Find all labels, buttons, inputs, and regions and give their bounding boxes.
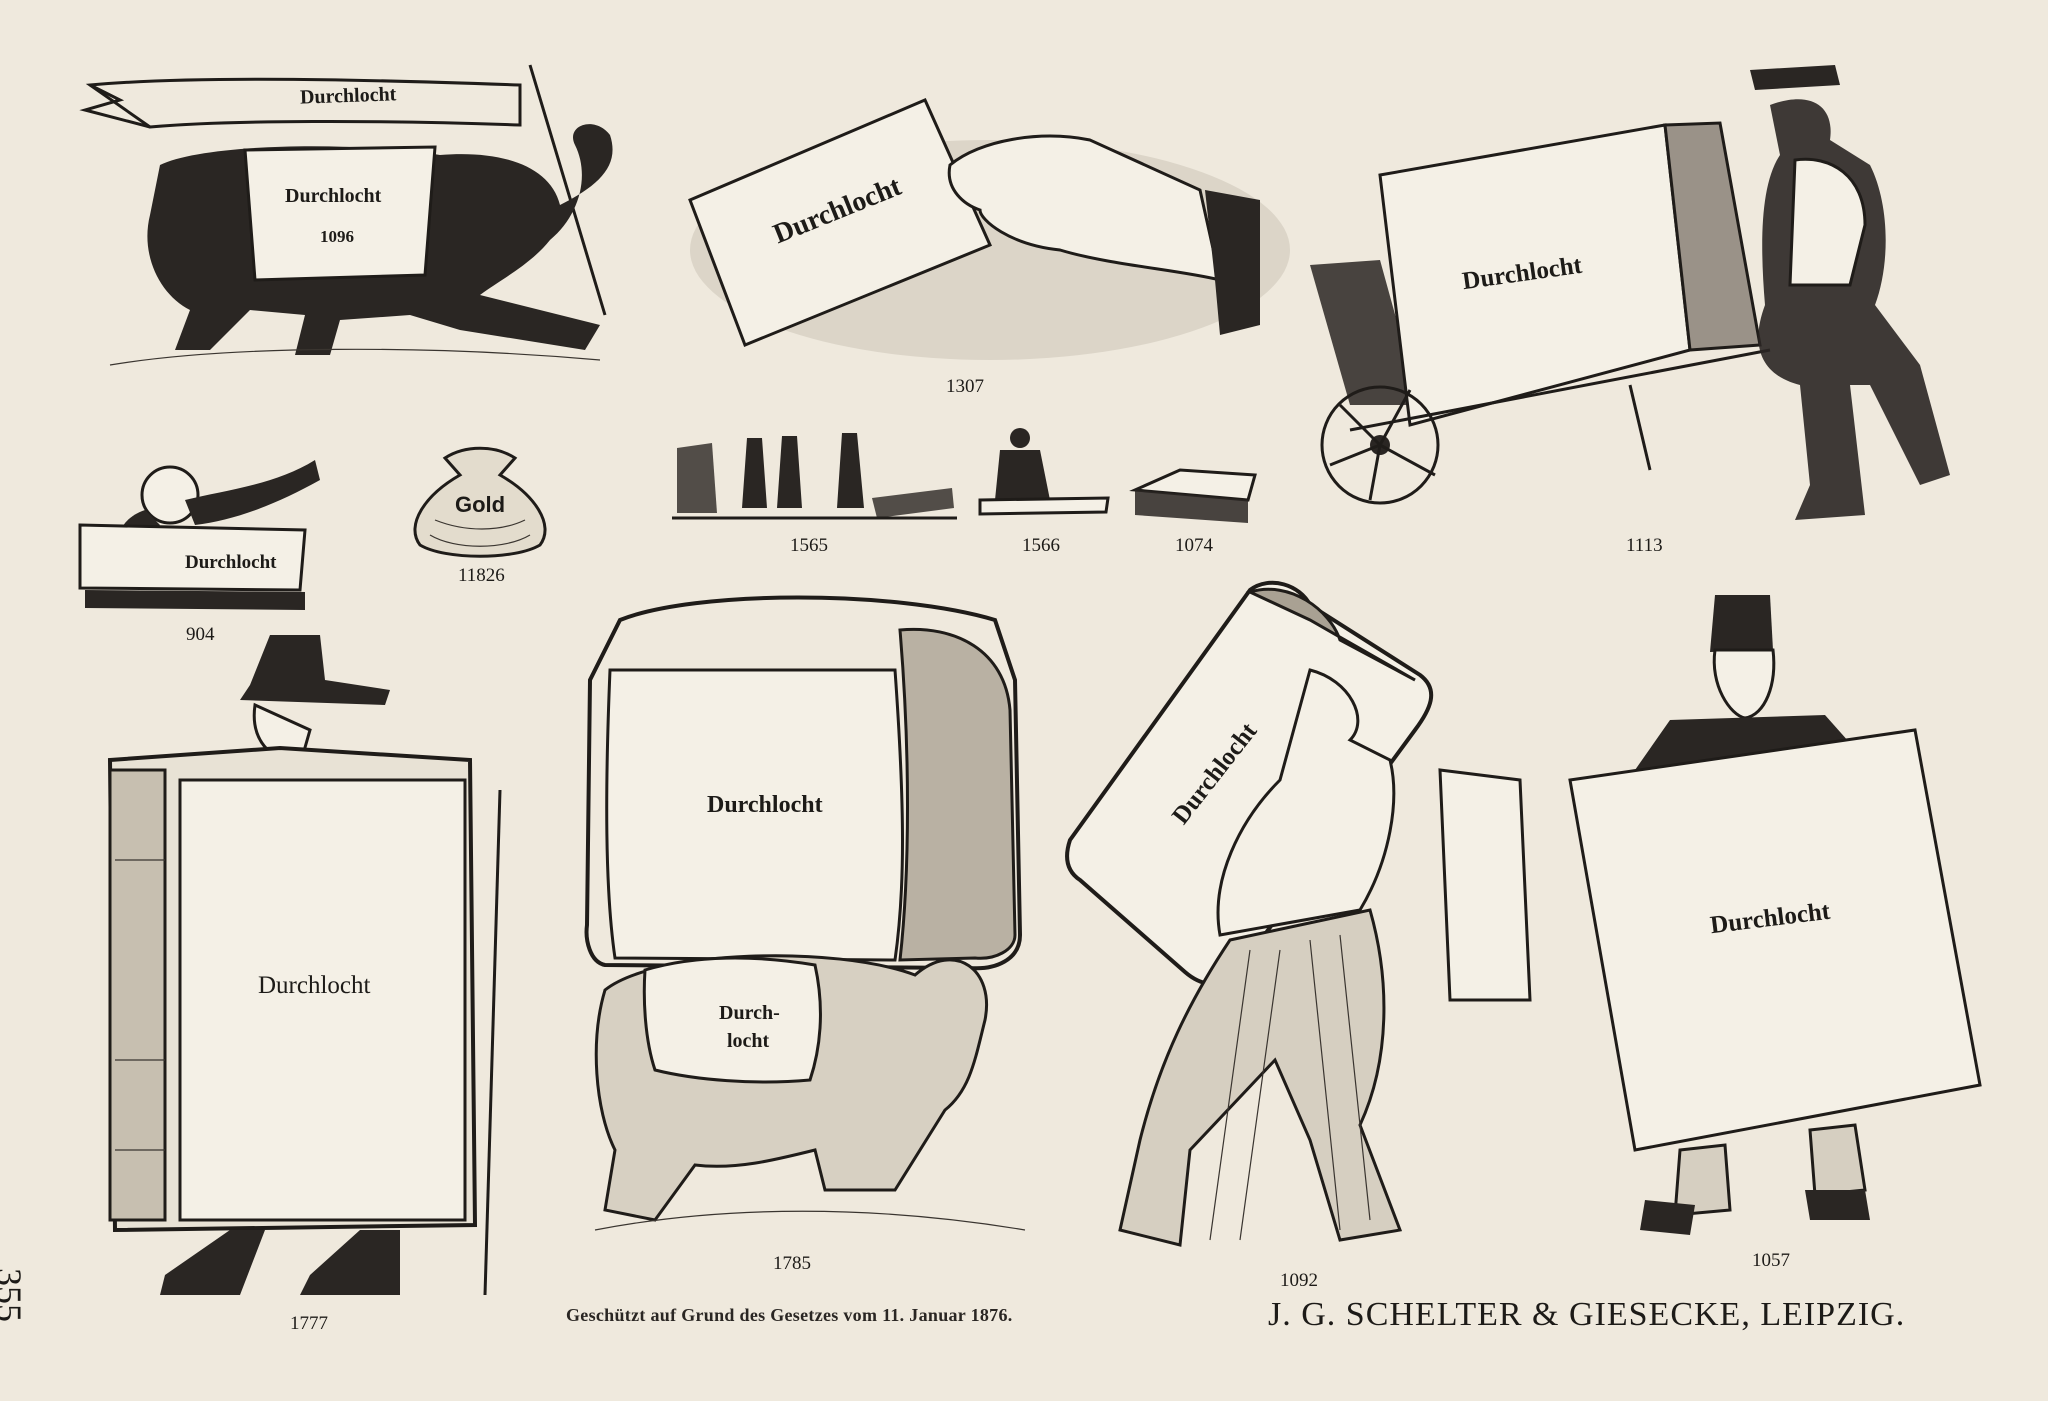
figure-number: 1074 [1175,535,1213,556]
figure-clerk [978,420,1110,520]
figure-sign-man: Durchlocht [1565,590,1985,1240]
figure-imp-sign: Durchlocht [75,440,325,615]
figure-workers [672,418,957,523]
blanket-text: Durchlocht [285,185,382,207]
blanket-number: 1096 [320,227,354,246]
sign-man-illustration [1568,595,1982,1235]
figure-number: 1307 [946,376,984,397]
book-small-illustration [1129,468,1257,523]
blanket-text-line-1: Durch- [719,1002,780,1024]
banner-text: Durchlocht [299,83,397,109]
figure-number: 904 [186,624,215,645]
publisher-imprint: J. G. SCHELTER & GIESECKE, LEIPZIG. [1268,1296,1906,1333]
page-number: 355 [0,1268,29,1322]
figure-number: 1565 [790,535,828,556]
figure-number: 11826 [458,565,505,586]
clerk-illustration [978,428,1110,516]
book-man-illustration [107,635,502,1296]
figure-wheelbarrow: Durchlocht [1290,45,1990,535]
figure-elephant-banner: Durchlocht Durchlocht 1096 [79,55,640,400]
sign-text: Durchlocht [185,552,277,573]
figure-book-man: Durchlocht [80,630,530,1310]
figure-book-small [1129,465,1260,530]
figure-number: 1113 [1626,535,1663,556]
figure-gold-bag: Gold [405,440,555,558]
blanket-text-line-2: locht [727,1030,770,1052]
figure-number: 1785 [773,1253,811,1274]
cover-text: Durchlocht [258,972,371,999]
copyright-notice: Geschützt auf Grund des Gesetzes vom 11.… [566,1305,1013,1325]
figure-number: 1777 [290,1313,328,1334]
figure-porter: Durchlocht [1060,580,1540,1270]
trunk-text: Durchlocht [707,792,823,818]
wheelbarrow-illustration [1310,65,1950,521]
figure-number: 1092 [1280,1270,1318,1291]
trunk-elephant-illustration [584,595,1026,1231]
figure-number: 1566 [1022,535,1060,556]
porter-illustration [1065,580,1532,1247]
hand-card-illustration [688,98,1290,360]
gold-bag-illustration [413,446,547,558]
figure-trunk-elephant: Durchlocht Durch- locht [575,590,1045,1240]
bag-text: Gold [455,492,506,517]
figure-hand-card: Durchlocht [680,80,1290,360]
figure-number: 1057 [1752,1250,1790,1271]
imp-sign-illustration [78,460,320,610]
workers-illustration [672,433,957,520]
elephant-banner-illustration [79,64,613,366]
